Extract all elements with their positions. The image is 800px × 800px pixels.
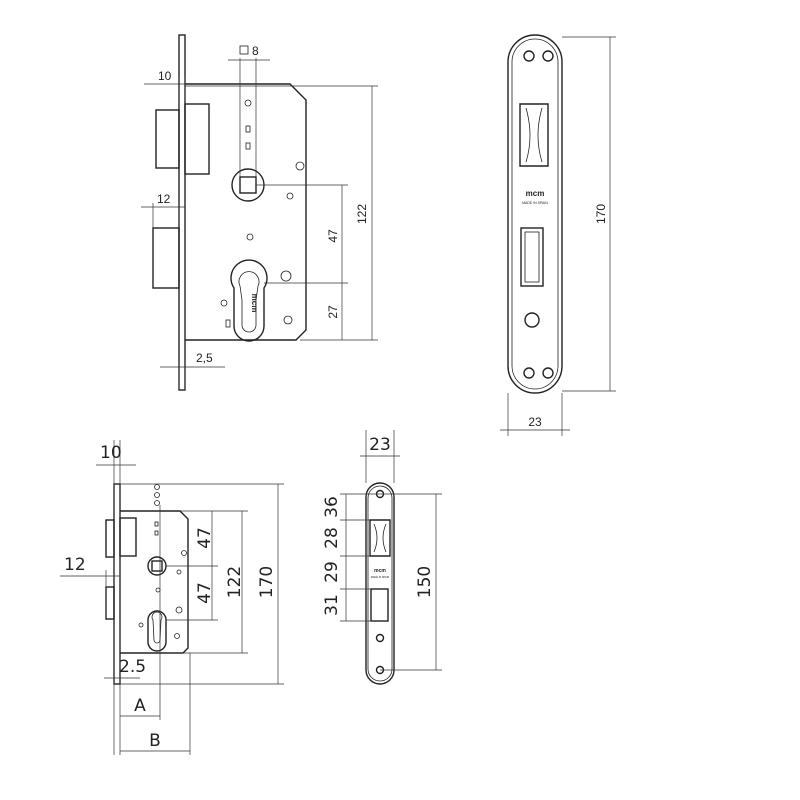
top-lock-case [185, 83, 307, 341]
top-faceplate-bolt-inner [524, 231, 540, 283]
top-faceplate-bolt-opening [520, 227, 544, 287]
top-lock-cylinder-keyway [238, 271, 260, 333]
bottom-lock-label-b: B [149, 731, 161, 751]
top-faceplate-screw-hole [523, 367, 535, 379]
hole [280, 270, 292, 282]
top-lock-handle-to-cylinder: 47 [326, 229, 340, 243]
bottom-faceplate-dim-36: 36 [322, 496, 342, 518]
top-lock-square-label: 8 [252, 44, 259, 58]
top-faceplate-screw-hole [542, 367, 554, 379]
top-lock-height-total: 122 [355, 204, 369, 224]
top-lock-faceplate-thickness: 10 [158, 69, 172, 83]
top-lock-cylinder-logo: mcm [250, 294, 259, 313]
bottom-lock-bolt-offset: 12 [64, 555, 86, 575]
top-faceplate-cylinder-hole [524, 312, 540, 328]
hole [220, 299, 228, 307]
bottom-faceplate-dim-28: 28 [322, 527, 342, 549]
hole [245, 142, 251, 150]
top-lock-body-view: mcm 8 10 12 2,5 122 47 27 [141, 34, 378, 391]
bottom-lock-follower-ring [147, 556, 167, 576]
bottom-faceplate-dim-29: 29 [322, 561, 342, 583]
bottom-lock-deadbolt [105, 586, 115, 620]
top-lock-cylinder-to-bottom: 27 [326, 305, 340, 319]
top-faceplate-outline [507, 34, 563, 394]
bottom-faceplate-outline [365, 482, 395, 685]
bottom-faceplate-latch-opening [369, 519, 391, 557]
bottom-faceplate-latch-bevel [373, 523, 387, 553]
top-faceplate-view: mcm MADE IN SPAIN 170 23 [500, 34, 616, 436]
top-lock-latch [155, 109, 180, 169]
bottom-faceplate-origin: MADE IN SPAIN [371, 576, 390, 579]
bottom-lock-follower-square [151, 560, 163, 572]
top-faceplate-latch-opening [519, 103, 549, 167]
top-faceplate-screw-hole [542, 50, 554, 62]
hole [244, 99, 252, 107]
bottom-faceplate-dim-31: 31 [322, 594, 342, 616]
bottom-lock-dim-lower-47: 47 [195, 582, 215, 604]
top-faceplate-inner [511, 38, 559, 390]
top-faceplate-width: 23 [528, 415, 542, 429]
bottom-lock-backset-offset: 2.5 [119, 657, 146, 677]
top-lock-deadbolt [152, 227, 180, 289]
top-lock-backset-offset: 2,5 [196, 351, 213, 365]
top-lock-faceplate-strip [178, 34, 186, 391]
bottom-lock-cylinder-outline [147, 610, 167, 652]
hole [286, 192, 294, 200]
top-faceplate-height: 170 [594, 204, 608, 224]
bottom-faceplate-screw-hole [375, 633, 385, 643]
hole [225, 319, 231, 328]
bottom-faceplate-logo: mcm [374, 568, 386, 574]
top-faceplate-origin: MADE IN SPAIN [522, 201, 548, 205]
top-faceplate-latch-bevel [525, 107, 543, 163]
bottom-lock-dim-upper-47: 47 [195, 527, 215, 549]
hole [245, 125, 251, 133]
hole [246, 233, 254, 241]
bottom-lock-faceplate-thickness: 10 [100, 443, 122, 463]
bottom-faceplate-bolt-opening [370, 588, 389, 622]
top-lock-cylinder-outline [230, 259, 268, 342]
hole [283, 315, 293, 325]
bottom-lock-latch-housing [119, 517, 137, 557]
bottom-lock-case [120, 510, 189, 654]
bottom-lock-body-view: 10 12 2.5 A B 47 47 122 170 [60, 440, 284, 755]
bottom-lock-cylinder-keyway [151, 611, 163, 644]
bottom-lock-dim-122: 122 [225, 566, 245, 598]
bottom-lock-latch [105, 519, 115, 558]
top-lock-follower-square [239, 176, 257, 194]
bottom-lock-dim-170: 170 [257, 566, 277, 598]
top-faceplate-logo: mcm [526, 189, 545, 198]
hole [295, 161, 305, 171]
bottom-faceplate-inner [367, 485, 393, 682]
bottom-faceplate-view: mcm MADE IN SPAIN 23 36 28 29 31 150 [322, 430, 442, 685]
square-symbol-icon [239, 45, 249, 55]
bottom-lock-faceplate-strip [113, 483, 121, 685]
top-lock-bolt-offset: 12 [157, 192, 171, 206]
bottom-faceplate-height: 150 [415, 566, 435, 598]
top-lock-latch-housing [184, 103, 210, 175]
top-faceplate-screw-hole [523, 50, 535, 62]
bottom-faceplate-width: 23 [369, 435, 391, 455]
bottom-lock-label-a: A [134, 696, 146, 716]
